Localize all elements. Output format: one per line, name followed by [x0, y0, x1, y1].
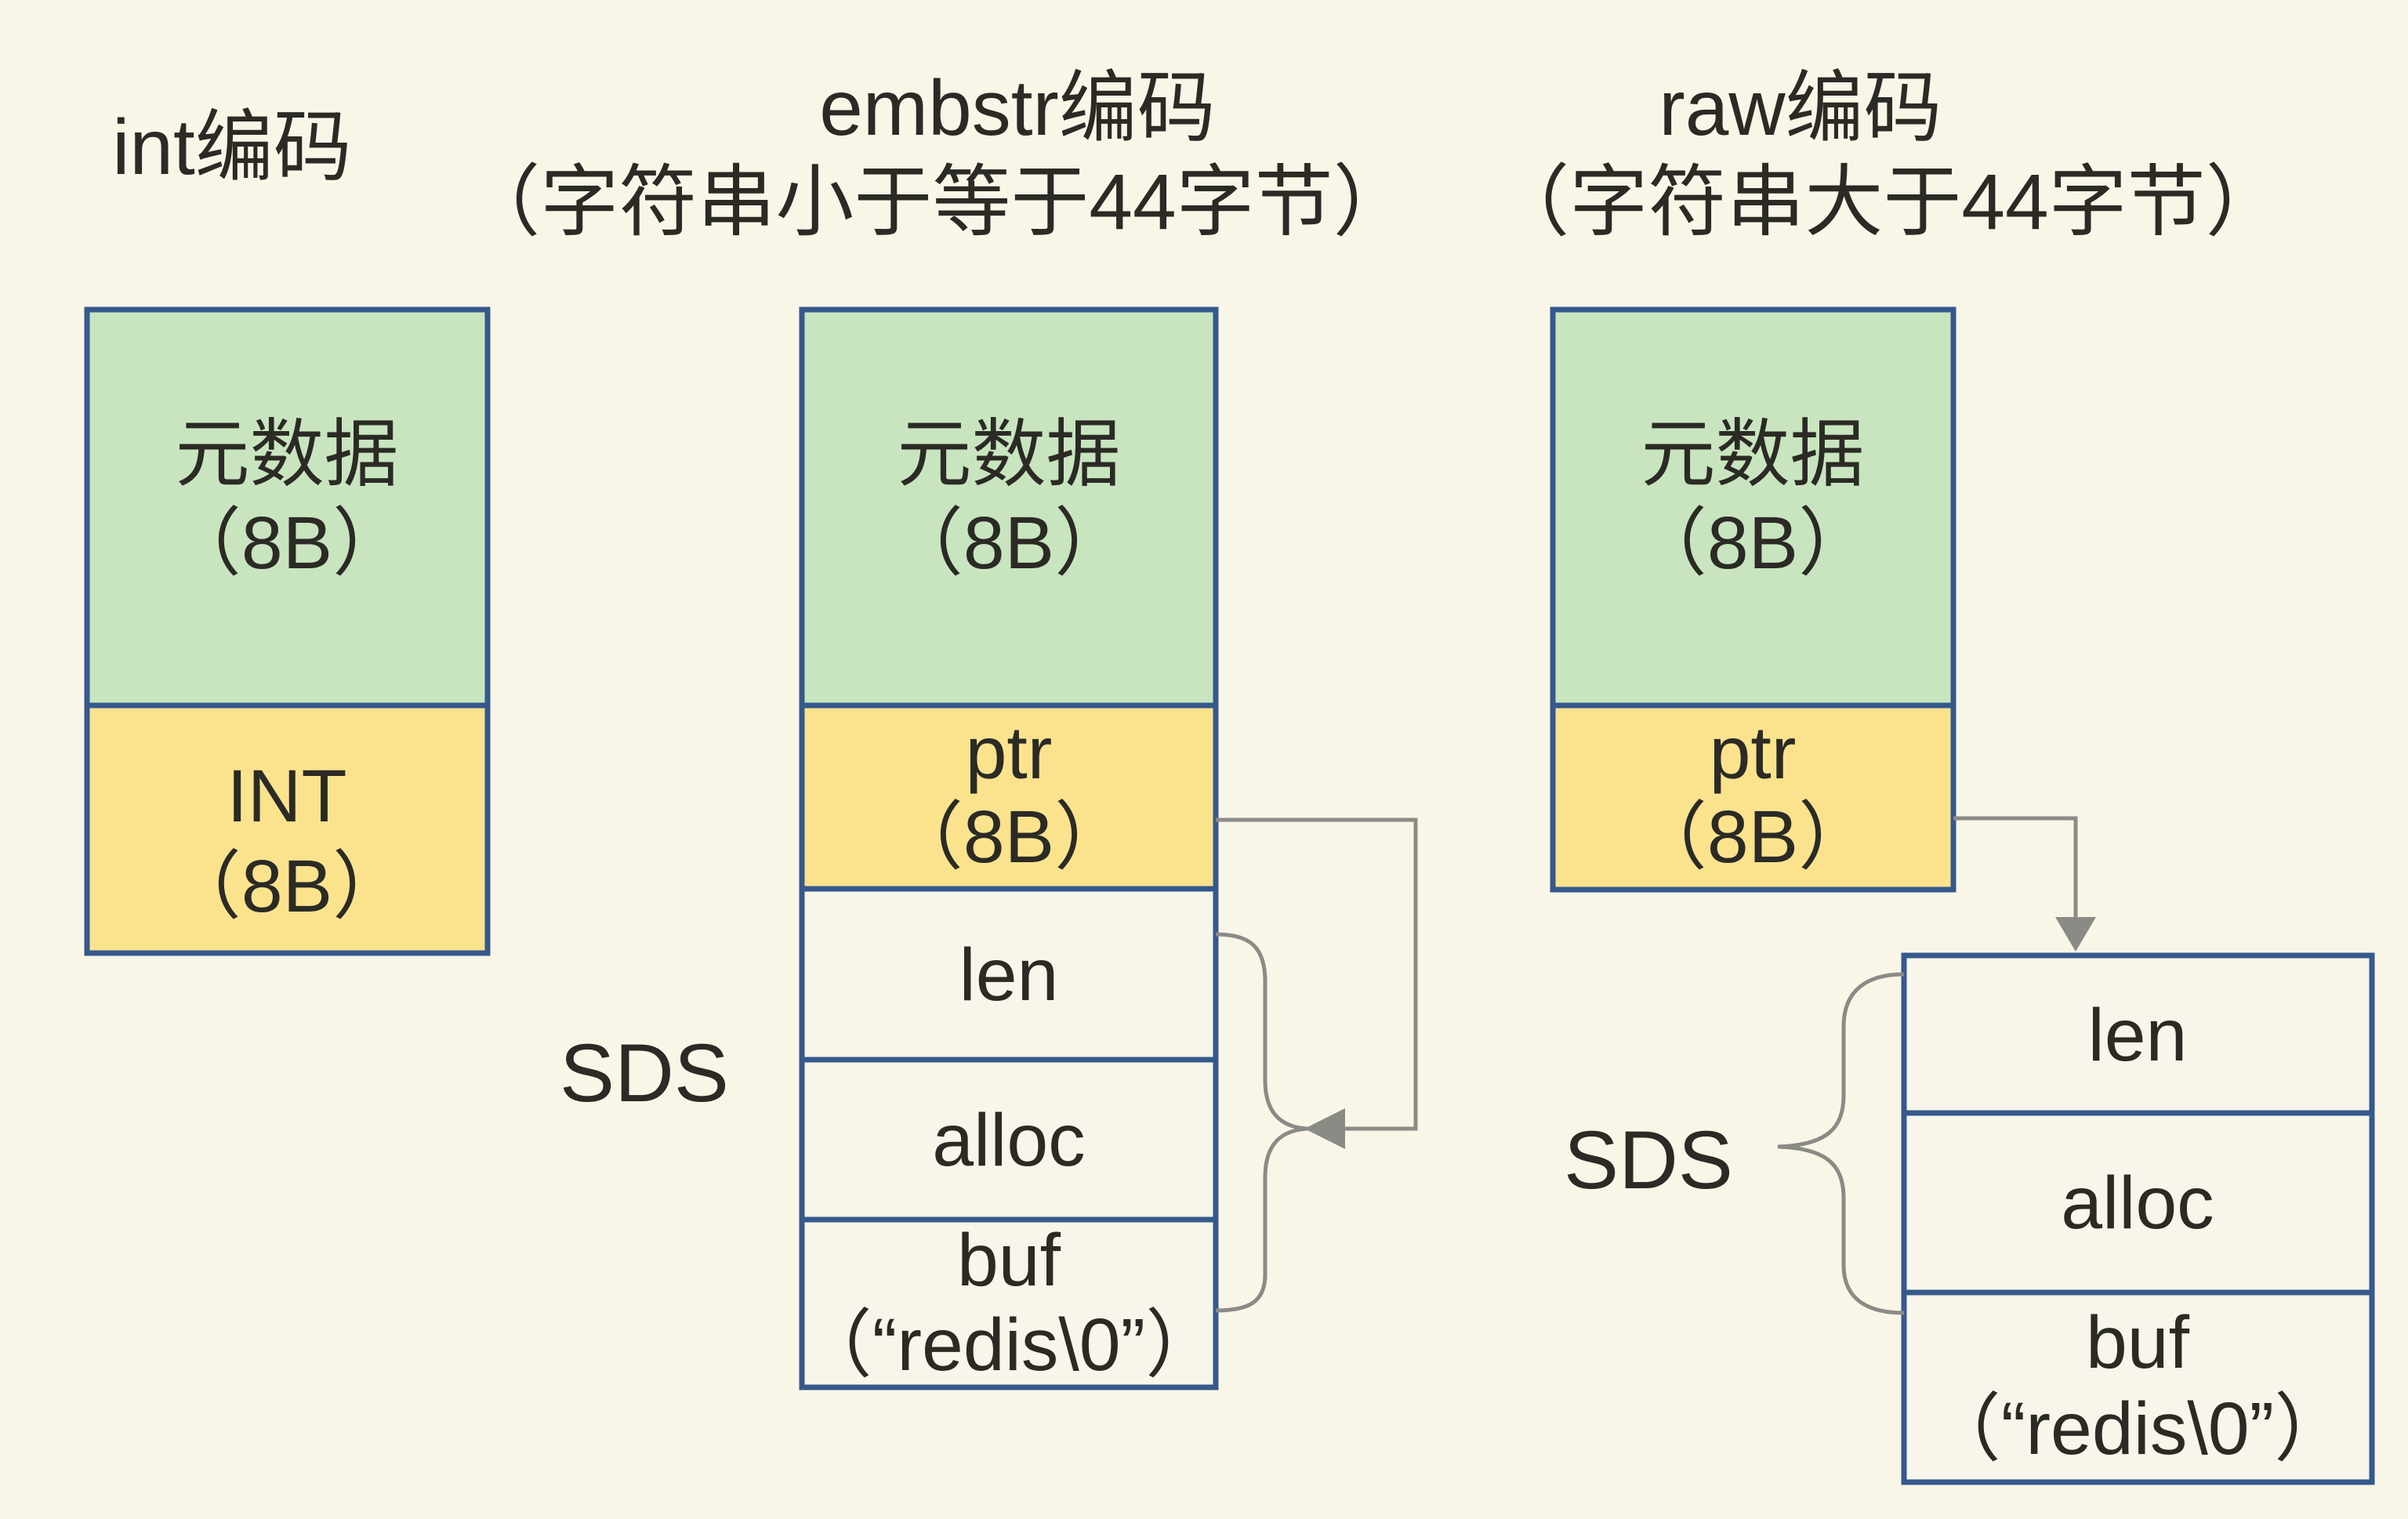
- labels-layer: int编码 embstr编码 （字符串小于等于44字节） raw编码 （字符串大…: [112, 64, 2348, 1470]
- raw-ptr-label-line1: ptr: [1710, 712, 1797, 795]
- embstr-title-line2: （字符串小于等于44字节）: [462, 158, 1411, 246]
- embstr-arrowhead-icon: [1304, 1108, 1345, 1149]
- raw-ptr-label-line2: （8B）: [1633, 796, 1873, 879]
- raw-title-line1: raw编码: [1659, 64, 1942, 152]
- int-metadata-label-line2: （8B）: [167, 502, 407, 585]
- int-value-label-line2: （8B）: [167, 845, 407, 928]
- int-value-box: [84, 702, 491, 956]
- embstr-metadata-label-line1: 元数据: [897, 413, 1120, 496]
- raw-sds-len-box: [1901, 952, 2375, 1116]
- int-value-label-line1: INT: [227, 755, 346, 838]
- int-column: [84, 306, 491, 956]
- raw-column: [1550, 306, 2375, 1485]
- raw-ptr-arrow-line: [1953, 816, 2078, 922]
- raw-ptr-box: [1550, 702, 1956, 893]
- int-metadata-box: [84, 306, 491, 709]
- embstr-metadata-box: [799, 306, 1219, 709]
- embstr-sds-label: SDS: [560, 1028, 729, 1119]
- embstr-metadata-label-line2: （8B）: [889, 502, 1129, 585]
- embstr-ptr-label-line1: ptr: [966, 712, 1053, 795]
- embstr-alloc-label: alloc: [932, 1099, 1085, 1182]
- raw-alloc-label: alloc: [2061, 1162, 2214, 1245]
- boxes-layer: [84, 306, 2375, 1485]
- raw-sds-buf-box: [1901, 1289, 2375, 1485]
- embstr-len-label: len: [959, 934, 1059, 1017]
- embstr-ptr-label-line2: （8B）: [889, 796, 1129, 879]
- arrowheads-layer: [1304, 917, 2096, 1149]
- embstr-column: [799, 306, 1219, 1390]
- raw-sds-label: SDS: [1564, 1115, 1733, 1206]
- raw-buf-label-line1: buf: [2086, 1301, 2190, 1384]
- embstr-buf-label-line1: buf: [957, 1219, 1061, 1302]
- int-metadata-label-line1: 元数据: [175, 413, 398, 496]
- embstr-buf-box: [799, 1216, 1219, 1390]
- raw-sds-brace: [1777, 972, 1905, 1315]
- embstr-ptr-arrow-line: [1216, 818, 1418, 1131]
- raw-metadata-label-line1: 元数据: [1641, 413, 1864, 496]
- int-title: int编码: [112, 103, 352, 191]
- raw-buf-label-line2: （“redis\0”）: [1927, 1387, 2348, 1470]
- raw-metadata-box: [1550, 306, 1956, 709]
- raw-metadata-label-line2: （8B）: [1633, 502, 1873, 585]
- embstr-buf-label-line2: （“redis\0”）: [798, 1303, 1220, 1387]
- raw-title-line2: （字符串大于44字节）: [1491, 158, 2283, 246]
- raw-arrowhead-icon: [2055, 917, 2096, 952]
- embstr-title-line1: embstr编码: [819, 64, 1216, 152]
- raw-len-label: len: [2088, 994, 2188, 1077]
